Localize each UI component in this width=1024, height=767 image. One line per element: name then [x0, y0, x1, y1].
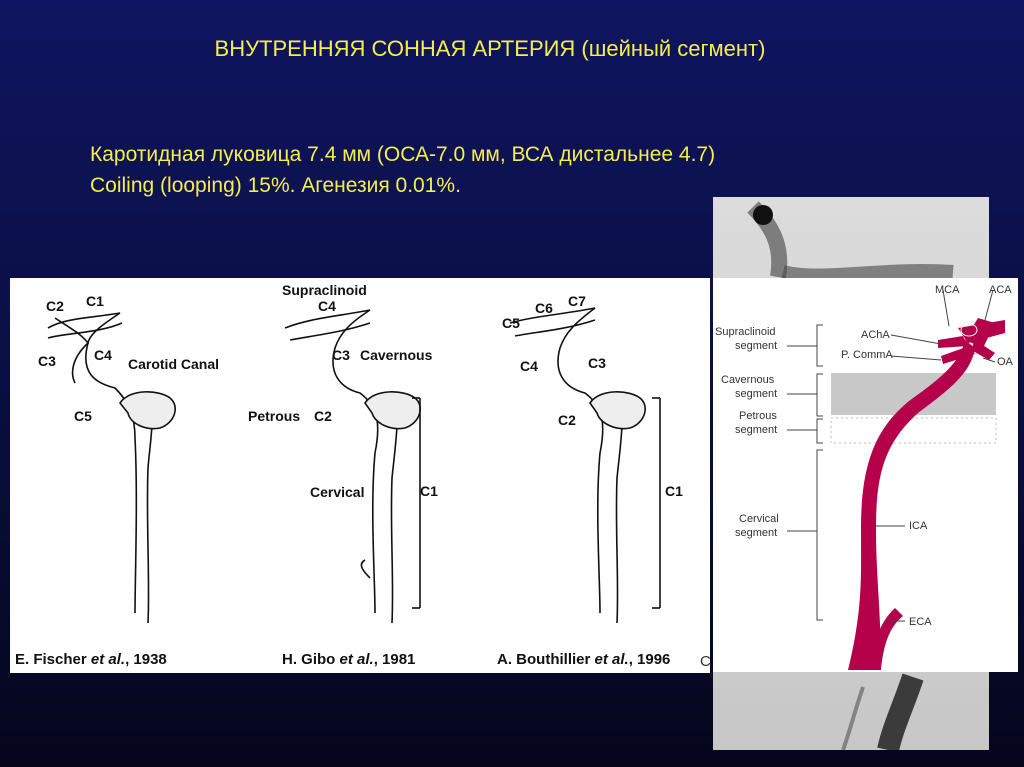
slide-title: ВНУТРЕННЯЯ СОННАЯ АРТЕРИЯ (шейный сегмен… — [214, 36, 766, 61]
bouthillier-c7: C7 — [568, 293, 586, 309]
fischer-caption: E. Fischer et al., 1938 — [15, 651, 167, 668]
bouthillier-c1: C1 — [665, 483, 683, 499]
fischer-c2: C2 — [46, 298, 64, 314]
gibo-cavernous: Cavernous — [360, 347, 433, 363]
gibo-petrous: Petrous — [248, 408, 300, 424]
classification-diagram: C2 C1 C3 C4 Carotid Canal C5 Supraclinoi… — [15, 282, 711, 670]
gibo-supraclinoid: Supraclinoid — [282, 282, 367, 298]
pcomma-label: P. CommA — [841, 349, 893, 361]
cervical-label: Cervical — [739, 513, 779, 525]
segment-diagram: MCA ACA AChA P. CommA OA ICA ECA Supracl… — [715, 284, 1014, 670]
cavernous-label: Cavernous — [721, 374, 775, 386]
supraclinoid-label: Supraclinoid — [715, 326, 776, 338]
text-line-1: Каротидная луковица 7.4 мм (ОСА-7.0 мм, … — [90, 143, 716, 166]
stray-letter: C — [700, 653, 710, 670]
fischer-carotid-canal: Carotid Canal — [128, 356, 219, 372]
bouthillier-c4: C4 — [520, 358, 538, 374]
cavernous-segment-label: segment — [735, 388, 777, 400]
oa-label: OA — [997, 356, 1014, 368]
bouthillier-c5: C5 — [502, 315, 520, 331]
aca-label: ACA — [989, 284, 1012, 296]
fischer-c5: C5 — [74, 408, 92, 424]
supraclinoid-segment-label: segment — [735, 340, 777, 352]
ica-label: ICA — [909, 520, 928, 532]
bouthillier-c2: C2 — [558, 412, 576, 428]
bouthillier-c3: C3 — [588, 355, 606, 371]
gibo-cervical: Cervical — [310, 484, 364, 500]
acha-label: AChA — [861, 329, 890, 341]
bouthillier-caption: A. Bouthillier et al., 1996 — [497, 651, 670, 668]
fischer-c3: C3 — [38, 353, 56, 369]
cervical-segment-label: segment — [735, 527, 777, 539]
gibo-c1: C1 — [420, 483, 438, 499]
classification-panel: C2 C1 C3 C4 Carotid Canal C5 Supraclinoi… — [10, 278, 711, 673]
eca-label: ECA — [909, 616, 932, 628]
gibo-c4: C4 — [318, 298, 336, 314]
fischer-c4: C4 — [94, 347, 112, 363]
petrous-label: Petrous — [739, 410, 777, 422]
gibo-caption: H. Gibo et al., 1981 — [282, 651, 415, 668]
gibo-c2: C2 — [314, 408, 332, 424]
segment-panel: MCA ACA AChA P. CommA OA ICA ECA Supracl… — [713, 278, 1018, 672]
mca-label: MCA — [935, 284, 960, 296]
gibo-c3: C3 — [332, 347, 350, 363]
fischer-c1: C1 — [86, 293, 104, 309]
text-line-2: Coiling (looping) 15%. Агенезия 0.01%. — [90, 174, 461, 197]
bouthillier-c6: C6 — [535, 300, 553, 316]
angiogram-graphic — [747, 201, 954, 753]
petrous-segment-label: segment — [735, 424, 777, 436]
